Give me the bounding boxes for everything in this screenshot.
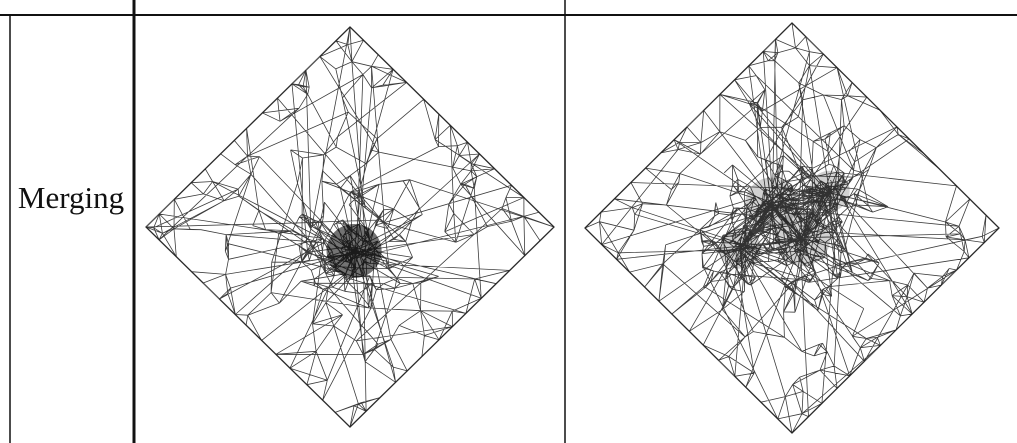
mesh-left-dense-core-0 (327, 224, 382, 278)
mesh-right-dense-core-2 (720, 228, 761, 269)
mesh-right-dense-core-1 (774, 211, 830, 266)
mesh-right-dense-core-3 (809, 171, 850, 212)
mesh-right (585, 23, 999, 433)
mesh-left (146, 27, 554, 427)
row-label-merging: Merging (10, 178, 132, 218)
